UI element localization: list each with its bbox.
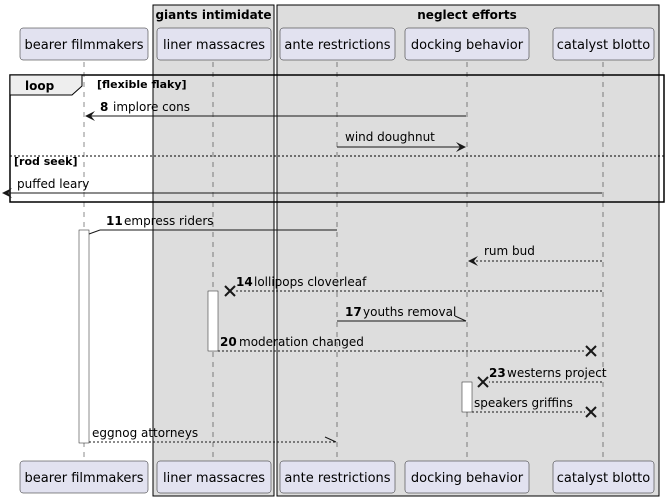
loop-guard-2: [rod seek] (14, 155, 78, 168)
participant-catalyst-blotto-bottom[interactable]: catalyst blotto (552, 460, 655, 494)
message-number: 17 (345, 305, 362, 319)
message-lollipops-cloverleaf: 14 lollipops cloverleaf (224, 275, 602, 297)
participant-label: liner massacres (163, 38, 265, 53)
message-eggnog-attorneys: eggnog attorneys (89, 426, 337, 443)
activation-bearer-filmmakers (78, 229, 90, 444)
message-text: westerns project (507, 366, 607, 380)
participant-label: ante restrictions (284, 471, 390, 486)
activation-liner-massacres (207, 290, 219, 352)
message-number: 20 (220, 335, 237, 349)
message-text: speakers griffins (474, 396, 573, 410)
message-puffed-leary: puffed leary (2, 177, 602, 198)
message-implore-cons: 8 implore cons (85, 100, 466, 121)
participant-label: bearer filmmakers (24, 471, 143, 486)
participant-ante-restrictions-top[interactable]: ante restrictions (279, 27, 396, 61)
loop-keyword: loop (25, 79, 55, 93)
participant-label: docking behavior (411, 38, 524, 53)
loop-guard-1: [flexible flaky] (97, 78, 187, 91)
participant-docking-behavior-top[interactable]: docking behavior (404, 27, 530, 61)
participant-label: catalyst blotto (557, 471, 650, 486)
message-number: 23 (489, 366, 506, 380)
message-text: rum bud (484, 244, 535, 258)
message-number: 11 (106, 214, 123, 228)
message-text: implore cons (113, 100, 190, 114)
message-wind-doughnut: wind doughnut (337, 130, 466, 152)
participant-label: docking behavior (411, 471, 524, 486)
participant-bearer-filmmakers-top[interactable]: bearer filmmakers (19, 27, 149, 61)
destroy-x-icon (224, 285, 236, 297)
message-westerns-project: 23 westerns project (477, 366, 607, 388)
message-text: empress riders (124, 214, 214, 228)
group-neglect-efforts-label: neglect efforts (417, 8, 516, 22)
participant-docking-behavior-bottom[interactable]: docking behavior (404, 460, 530, 494)
destroy-x-icon (585, 345, 597, 357)
participant-label: bearer filmmakers (24, 38, 143, 53)
message-number: 8 (100, 100, 108, 114)
destroy-x-icon (477, 376, 489, 388)
destroy-x-icon (585, 406, 597, 418)
participant-liner-massacres-top[interactable]: liner massacres (156, 27, 272, 61)
message-number: 14 (236, 275, 253, 289)
participant-liner-massacres-bottom[interactable]: liner massacres (156, 460, 272, 494)
participant-bearer-filmmakers-bottom[interactable]: bearer filmmakers (19, 460, 149, 494)
participant-ante-restrictions-bottom[interactable]: ante restrictions (279, 460, 396, 494)
message-empress-riders: 11 empress riders (88, 214, 337, 235)
message-text: puffed leary (17, 177, 89, 191)
group-neglect-efforts: neglect efforts (276, 4, 660, 497)
message-text: moderation changed (239, 335, 364, 349)
message-speakers-griffins: speakers griffins (472, 396, 597, 418)
loop-frame: loop [flexible flaky] [rod seek] (9, 74, 665, 203)
participant-label: catalyst blotto (557, 38, 650, 53)
group-giants-intimidate-label: giants intimidate (155, 8, 271, 22)
message-moderation-changed: 20 moderation changed (218, 335, 597, 357)
participant-label: ante restrictions (284, 38, 390, 53)
group-giants-intimidate: giants intimidate (152, 4, 275, 497)
participant-catalyst-blotto-top[interactable]: catalyst blotto (552, 27, 655, 61)
message-text: eggnog attorneys (92, 426, 198, 440)
activation-docking-behavior (461, 381, 473, 413)
message-text: lollipops cloverleaf (254, 275, 367, 289)
message-text: youths removal (363, 305, 456, 319)
message-youths-removal: 17 youths removal (337, 305, 467, 322)
participant-label: liner massacres (163, 471, 265, 486)
message-text: wind doughnut (345, 130, 435, 144)
message-rum-bud: rum bud (468, 244, 602, 266)
